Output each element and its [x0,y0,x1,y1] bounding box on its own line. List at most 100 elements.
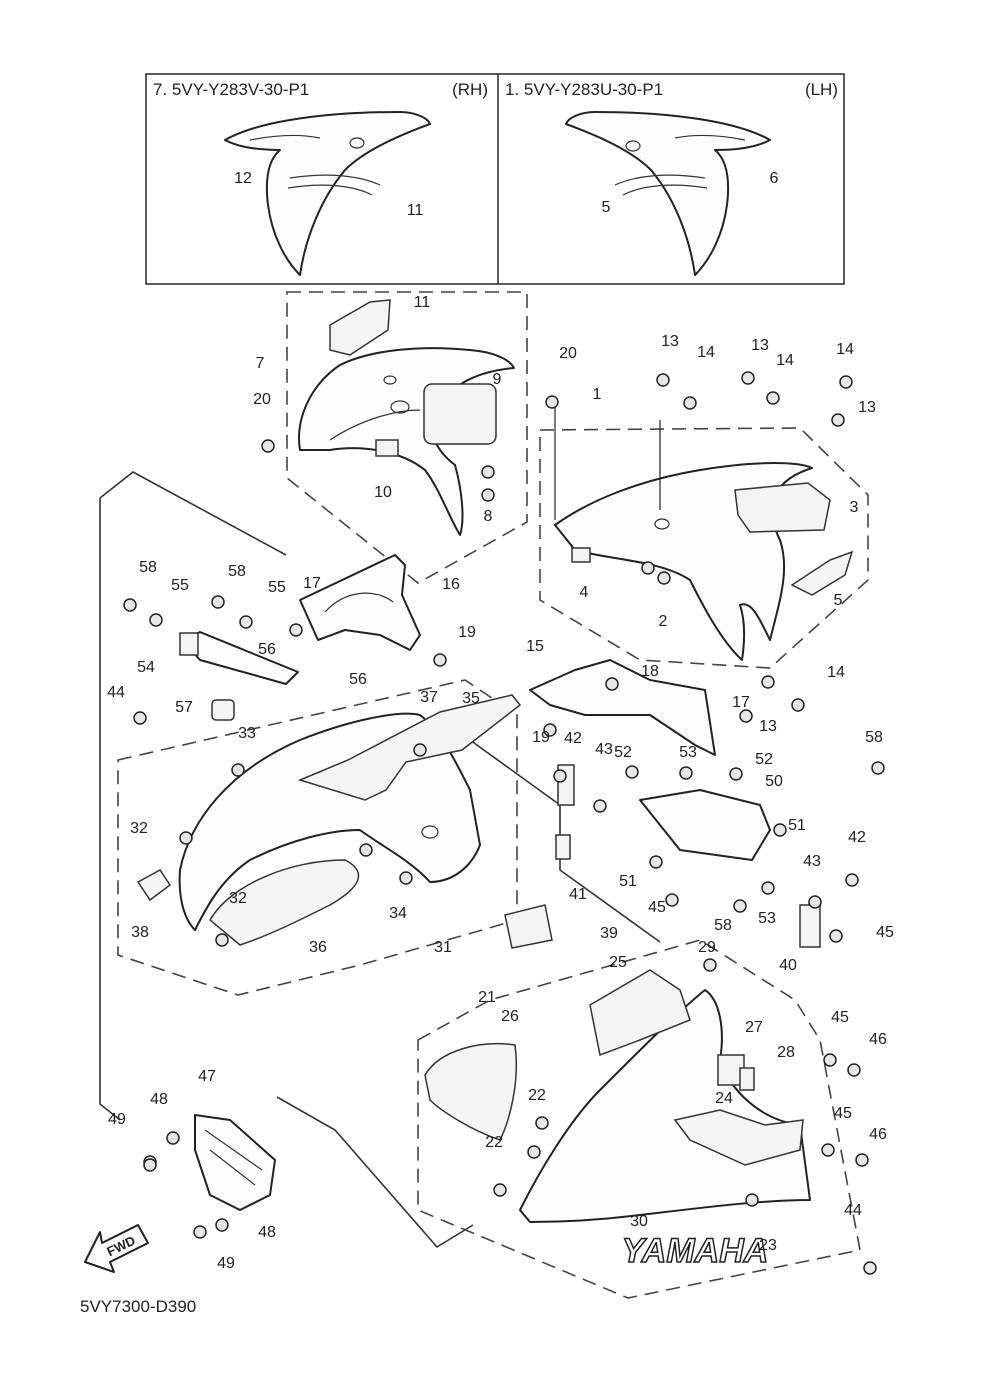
fastener-icon [741,371,755,385]
callout-13: 13 [858,399,876,416]
fastener-icon [871,761,885,775]
callout-43: 43 [595,741,613,758]
callout-5: 5 [602,199,611,216]
lh-side-cowling-drawing [565,111,771,276]
fastener-icon [433,653,447,667]
callout-18: 18 [641,663,659,680]
fastener-icon [481,465,495,479]
callout-32: 32 [229,890,247,907]
brand-decal-yamaha: YAMAHA [622,1232,769,1270]
callout-34: 34 [389,905,407,922]
callout-10: 10 [374,484,392,501]
fastener-icon [665,893,679,907]
callout-35: 35 [462,690,480,707]
fastener-icon [863,1261,877,1275]
callout-21: 21 [478,989,496,1006]
callout-3: 3 [850,499,859,516]
callout-19: 19 [458,624,476,641]
callout-52: 52 [755,751,773,768]
fastener-icon [733,899,747,913]
callout-51: 51 [619,873,637,890]
callout-58: 58 [228,563,246,580]
callout-56: 56 [258,641,276,658]
fastener-icon [123,598,137,612]
callout-20: 20 [253,391,271,408]
side-duct-47 [194,1114,276,1211]
callout-7: 7 [256,355,265,372]
callout-39: 39 [600,925,618,942]
callout-40: 40 [779,957,797,974]
bracket-40 [799,904,821,948]
under-cowl-assembly-outline [417,939,861,1299]
callout-48: 48 [150,1091,168,1108]
callout-4: 4 [580,584,589,601]
callout-50: 50 [765,773,783,790]
fastener-icon [193,1225,207,1239]
fastener-icon [215,933,229,947]
callout-46: 46 [869,1031,887,1048]
fastener-icon [847,1063,861,1077]
fastener-icon [413,743,427,757]
callout-42: 42 [848,829,866,846]
bracket-50 [639,789,771,861]
callout-55: 55 [268,579,286,596]
callout-41: 41 [569,886,587,903]
callout-22: 22 [528,1087,546,1104]
fastener-icon [215,1218,229,1232]
callout-56: 56 [349,671,367,688]
fastener-icon [656,373,670,387]
fastener-icon [831,413,845,427]
callout-53: 53 [679,744,697,761]
callout-57: 57 [175,699,193,716]
fastener-icon [761,881,775,895]
fastener-icon [839,375,853,389]
callout-58: 58 [139,559,157,576]
fastener-icon [261,439,275,453]
inner-panel-assembly-outline [117,679,518,996]
callout-32: 32 [130,820,148,837]
variant-header-box [145,73,845,285]
fastener-icon [481,488,495,502]
fastener-icon [739,709,753,723]
callout-14: 14 [836,341,854,358]
callout-14: 14 [697,344,715,361]
rh-side-cowling-drawing [224,111,431,276]
rh-variant-title: 7. 5VY-Y283V-30-P1 [153,80,309,99]
callout-33: 33 [238,725,256,742]
fastener-icon [625,765,639,779]
lh-variant-title: 1. 5VY-Y283U-30-P1 [505,80,663,99]
exploded-view-frame [99,471,474,1249]
fastener-icon [855,1153,869,1167]
callout-49: 49 [217,1255,235,1272]
callout-13: 13 [661,333,679,350]
callout-43: 43 [803,853,821,870]
rh-upper-cowling [298,299,515,536]
callout-44: 44 [107,684,125,701]
fastener-icon [679,766,693,780]
callout-52: 52 [614,744,632,761]
callout-9: 9 [493,371,502,388]
callout-45: 45 [648,899,666,916]
fastener-icon [133,711,147,725]
fastener-icon [149,613,163,627]
callout-46: 46 [869,1126,887,1143]
fastener-icon [683,396,697,410]
callout-1: 1 [593,386,602,403]
fastener-icon [605,677,619,691]
callout-54: 54 [137,659,155,676]
callout-29: 29 [698,939,716,956]
under-cowling [424,969,811,1223]
fastener-icon [649,855,663,869]
inner-side-panel [136,694,522,946]
fastener-icon [729,767,743,781]
fastener-icon [527,1145,541,1159]
fastener-icon [641,561,655,575]
fastener-icon [829,929,843,943]
inner-panel-16 [299,554,421,651]
fastener-icon [845,873,859,887]
fastener-icon [821,1143,835,1157]
rh-cowling-assembly-outline [286,291,528,584]
fastener-icon [179,831,193,845]
lh-cowling-assembly-outline [539,427,869,669]
